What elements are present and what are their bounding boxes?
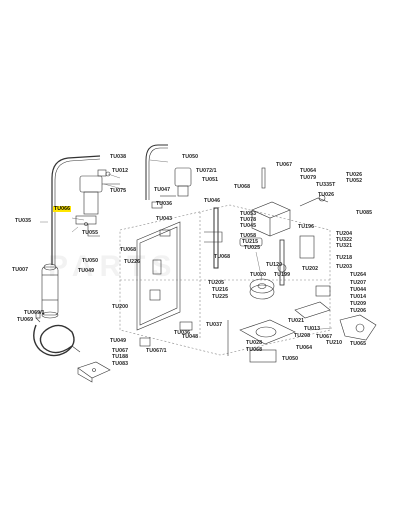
- part-label-tu209[interactable]: TU209: [350, 301, 367, 307]
- part-label-tu028[interactable]: TU028: [246, 340, 263, 346]
- part-label-tu047[interactable]: TU047: [154, 187, 171, 193]
- top-block: [251, 167, 329, 237]
- part-label-tu335t[interactable]: TU335T: [316, 182, 336, 188]
- part-label-tu052[interactable]: TU052: [346, 178, 363, 184]
- part-label-tu321[interactable]: TU321: [336, 243, 353, 249]
- part-label-tu036b[interactable]: TU036: [174, 330, 191, 336]
- watermark: PARTS: [48, 250, 178, 283]
- part-label-tu020[interactable]: TU020: [250, 272, 267, 278]
- part-label-tu322[interactable]: TU322: [336, 237, 353, 243]
- part-label-tu037[interactable]: TU037: [206, 322, 223, 328]
- part-label-tu064[interactable]: TU064: [300, 168, 317, 174]
- part-label-tu207[interactable]: TU207: [350, 280, 367, 286]
- part-label-tu206[interactable]: TU206: [350, 308, 367, 314]
- part-label-tu058[interactable]: TU058: [240, 233, 257, 239]
- chassis-plate: [136, 221, 181, 331]
- part-label-tu064b[interactable]: TU064: [296, 345, 313, 351]
- part-label-tu067[interactable]: TU067: [276, 162, 293, 168]
- connector-block: [77, 361, 111, 383]
- pump-assembly: [75, 169, 120, 237]
- part-label-tu067b[interactable]: TU067: [112, 348, 129, 354]
- part-label-tu025[interactable]: TU025: [244, 245, 261, 251]
- part-label-tu216[interactable]: TU216: [212, 287, 229, 293]
- part-label-tu055[interactable]: TU055: [82, 230, 99, 236]
- part-label-tu051[interactable]: TU051: [202, 177, 219, 183]
- part-label-tu046[interactable]: TU046: [204, 198, 221, 204]
- part-label-tu036[interactable]: TU036: [156, 201, 173, 207]
- part-label-tu049[interactable]: TU049: [78, 268, 95, 274]
- frame: [119, 204, 331, 356]
- part-label-tu120[interactable]: TU120: [266, 262, 283, 268]
- part-label-tu068d[interactable]: TU068: [246, 347, 263, 353]
- part-label-tu014[interactable]: TU014: [350, 294, 367, 300]
- part-label-tu200[interactable]: TU200: [112, 304, 129, 310]
- part-label-tu050[interactable]: TU050: [182, 154, 199, 160]
- part-label-tu053[interactable]: TU053: [240, 211, 257, 217]
- part-label-tu068c[interactable]: TU068: [120, 247, 137, 253]
- part-label-tu078[interactable]: TU078: [240, 217, 257, 223]
- part-label-tu044[interactable]: TU044: [350, 287, 367, 293]
- part-label-tu069[interactable]: TU069: [17, 317, 34, 323]
- part-label-tu196[interactable]: TU196: [298, 224, 315, 230]
- wiring-harness: [33, 311, 81, 357]
- part-label-tu038[interactable]: TU038: [110, 154, 127, 160]
- part-label-tu208[interactable]: TU208: [294, 333, 311, 339]
- part-label-tu218[interactable]: TU218: [336, 255, 353, 261]
- part-label-tu049b[interactable]: TU049: [110, 338, 127, 344]
- thermoblock-group: [204, 207, 287, 300]
- part-label-tu075[interactable]: TU075: [110, 188, 127, 194]
- part-label-tu188[interactable]: TU188: [112, 354, 129, 360]
- part-label-tu205[interactable]: TU205: [208, 280, 225, 286]
- part-label-tu048[interactable]: TU048: [182, 334, 199, 340]
- part-label-tu203[interactable]: TU203: [336, 264, 353, 270]
- part-label-tu072-1[interactable]: TU072/1: [196, 168, 217, 174]
- right-parts: [294, 235, 377, 341]
- part-label-tu050c[interactable]: TU050: [282, 356, 299, 362]
- part-label-tu026[interactable]: TU026: [346, 172, 363, 178]
- part-label-tu215[interactable]: TU215: [242, 239, 259, 245]
- part-label-tu067-1[interactable]: TU067/1: [146, 348, 167, 354]
- part-label-tu085[interactable]: TU085: [356, 210, 373, 216]
- part-label-tu012[interactable]: TU012: [112, 168, 129, 174]
- part-label-tu026b[interactable]: TU026: [318, 192, 335, 198]
- steam-tube: [145, 144, 192, 209]
- part-label-tu007[interactable]: TU007: [12, 267, 29, 273]
- part-label-tu204[interactable]: TU204: [336, 231, 353, 237]
- part-label-tu045[interactable]: TU045: [240, 223, 257, 229]
- part-label-tu199[interactable]: TU199: [274, 272, 291, 278]
- leader-lines: [40, 159, 333, 331]
- part-label-tu067c[interactable]: TU067: [316, 334, 333, 340]
- part-label-tu043[interactable]: TU043: [156, 216, 173, 222]
- part-label-tu066-highlighted[interactable]: TU066: [53, 206, 72, 212]
- part-label-tu068b[interactable]: TU068: [214, 254, 231, 260]
- part-label-tu050b[interactable]: TU050: [82, 258, 99, 264]
- part-label-tu225[interactable]: TU225: [212, 294, 229, 300]
- part-label-tu035[interactable]: TU035: [15, 218, 32, 224]
- part-label-tu065[interactable]: TU065: [350, 341, 367, 347]
- part-label-tu068[interactable]: TU068: [234, 184, 251, 190]
- part-label-tu021[interactable]: TU021: [288, 318, 305, 324]
- part-label-tu013[interactable]: TU013: [304, 326, 321, 332]
- part-label-tu079[interactable]: TU079: [300, 175, 317, 181]
- part-label-tu210[interactable]: TU210: [326, 340, 343, 346]
- part-label-tu069-1[interactable]: TU069/1: [24, 310, 45, 316]
- part-label-tu083[interactable]: TU083: [112, 361, 129, 367]
- part-label-tu226[interactable]: TU226: [124, 259, 141, 265]
- part-label-tu264[interactable]: TU264: [350, 272, 367, 278]
- bottom-group: [139, 319, 296, 363]
- part-label-tu202[interactable]: TU202: [302, 266, 319, 272]
- boiler-tube: [41, 155, 101, 319]
